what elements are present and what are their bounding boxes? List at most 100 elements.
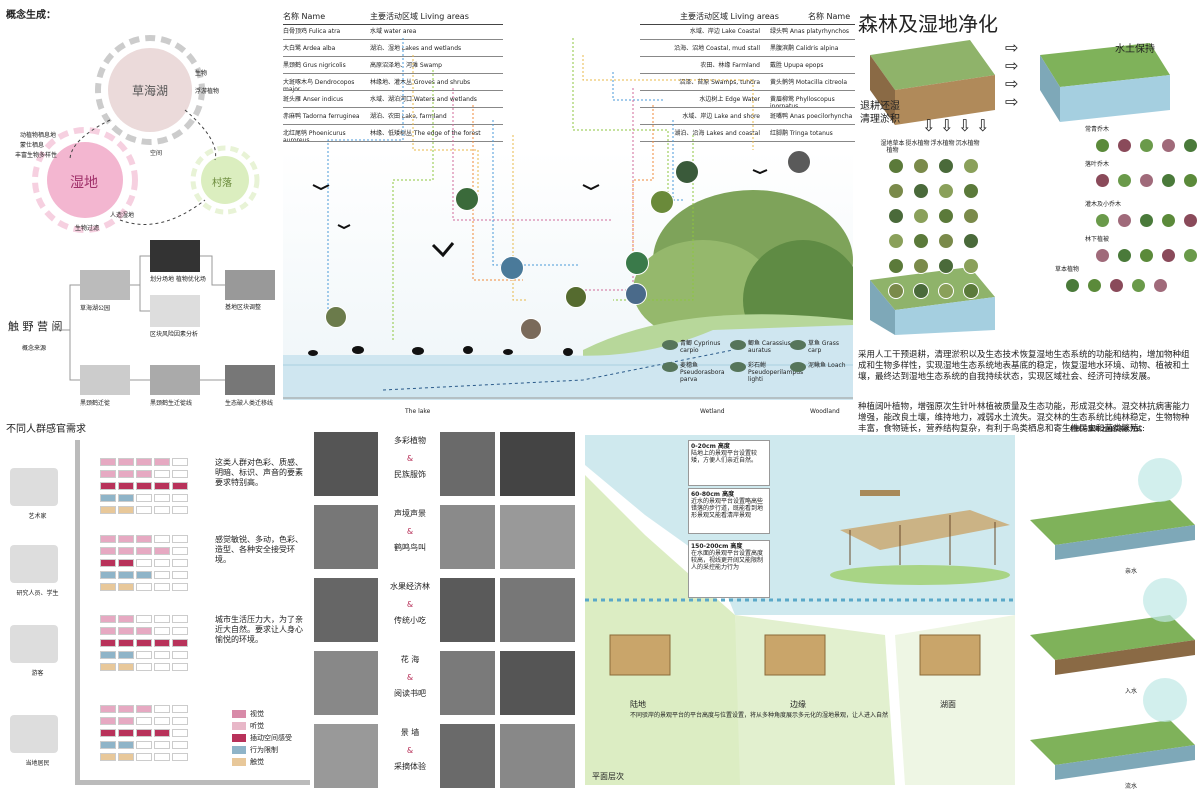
species-name: 斑头雁 Anser indicus <box>283 96 344 103</box>
sense-cell <box>154 753 170 761</box>
zone-wetland: Wetland <box>700 408 725 415</box>
layer-thumb <box>1161 173 1176 188</box>
sense-bottom-label: 采摘体验 <box>394 762 426 771</box>
sense-cell <box>154 559 170 567</box>
species-thumb-6 <box>625 251 649 275</box>
sense-cell <box>154 741 170 749</box>
legend-text: 插动空间感受 <box>250 734 292 742</box>
height-box: 0-20cm 高度陆地上的景观平台设置较矮，方便人们亲近自然。 <box>688 440 770 486</box>
sense-cell <box>136 705 152 713</box>
flow-label-5: 黑颈鹤迁徙 <box>80 400 111 407</box>
fish-label: 草鱼 Grass carp <box>808 340 839 354</box>
sense-cell <box>136 494 152 502</box>
sense-cell <box>172 639 188 647</box>
right-header-area: 主要活动区域 Living areas <box>680 12 779 21</box>
sense-cell <box>100 615 116 623</box>
down-arrow-icon: ⇩ <box>976 116 990 135</box>
amp-symbol: & <box>406 746 414 755</box>
crowd-group-name: 游客 <box>31 670 44 677</box>
sense-cell <box>172 494 188 502</box>
amp-symbol: & <box>406 454 414 463</box>
sense-cell <box>136 615 152 623</box>
sense-cell <box>100 494 116 502</box>
sense-cell <box>100 639 116 647</box>
sense-cell <box>172 705 188 713</box>
species-thumb-10 <box>787 150 811 174</box>
plant-thumb <box>913 258 929 274</box>
plant-thumb <box>888 208 904 224</box>
fish-label: 彩石鲋 Pseudoperilampus lighti <box>748 362 804 383</box>
sense-cell <box>154 571 170 579</box>
fish-icon <box>790 362 806 372</box>
species-name: 戴胜 Upupa epops <box>770 62 824 69</box>
sense-cell <box>100 651 116 659</box>
sense-top-label: 水果经济林 <box>390 582 430 591</box>
sense-cell <box>136 651 152 659</box>
legend-swatch <box>232 722 246 730</box>
water-scenes <box>1030 458 1195 780</box>
species-thumb-3 <box>565 286 587 308</box>
sense-top-label: 声境声景 <box>394 509 426 518</box>
legend-item: 触觉 <box>232 756 292 768</box>
layer-thumb <box>1117 213 1132 228</box>
layer-thumb <box>1117 248 1132 263</box>
species-area: 湖泊、农田 Lake, farmland <box>370 113 447 120</box>
fish-label: 泥鳅鱼 Loach <box>808 362 846 369</box>
flow-img-7 <box>225 365 275 395</box>
fish-label: 青鲫 Cyprinus carpio <box>680 340 721 354</box>
plant-thumb <box>963 233 979 249</box>
sense-cell <box>100 547 116 555</box>
row-divider <box>283 39 503 40</box>
height-caption: 不同驳岸的景观平台的平台高度与位置设置，将从多种角度展示多元化的湿地景观，让人进… <box>630 712 889 719</box>
crowd-group-name: 研究人员、学生 <box>16 590 59 597</box>
fish-icon <box>730 340 746 350</box>
water-title: 村民与草海之间的亲水方式： <box>1070 426 1149 433</box>
note-7: 生物过滤 <box>75 225 100 232</box>
species-thumb-8 <box>650 190 674 214</box>
sense-cell <box>118 651 134 659</box>
height-box-body: 在水面的景观平台设置高度较高，视线更开阔又能限制人的采控能力行为 <box>691 550 764 571</box>
sense-cell <box>100 535 116 543</box>
row-divider <box>640 124 855 125</box>
sense-cell <box>154 705 170 713</box>
layer-label: 草本植物 <box>1055 266 1080 273</box>
sense-cell <box>136 753 152 761</box>
forest-title: 森林及湿地净化 <box>858 12 998 36</box>
sense-photo-right <box>500 578 575 642</box>
sense-cell <box>136 458 152 466</box>
height-box-title: 60-80cm 高度 <box>691 491 735 498</box>
layer-thumb <box>1095 248 1110 263</box>
sense-cell <box>136 559 152 567</box>
sense-cell <box>172 717 188 725</box>
plant-thumb <box>913 208 929 224</box>
forest-paragraph-1: 采用人工干预退耕，清理淤积以及生态技术恢复湿地生态系统的功能和结构，增加物种组成… <box>858 350 1190 382</box>
layer-thumb <box>1065 278 1080 293</box>
crowd-group-desc: 城市生活压力大，为了亲近大自然。要求让人身心愉悦的环境。 <box>215 615 303 644</box>
sense-cell <box>100 717 116 725</box>
sense-photo-left <box>314 724 378 788</box>
flow-label-7: 生态破人类迁移线 <box>225 400 274 407</box>
sense-cell <box>154 615 170 623</box>
species-area: 水边树上 Edge Water <box>699 96 760 103</box>
person-icon <box>10 625 58 663</box>
plant-thumb <box>963 208 979 224</box>
row-divider <box>283 73 503 74</box>
plan-label: 平面层次 <box>592 772 624 781</box>
soil-blocks <box>870 40 1170 335</box>
sense-cell <box>154 494 170 502</box>
species-thumb-4 <box>325 306 347 328</box>
sense-cell <box>154 458 170 466</box>
sense-cell <box>154 547 170 555</box>
crowd-divider <box>75 440 80 785</box>
height-label-land: 陆地 <box>630 700 646 709</box>
layer-label: 灌木及小乔木 <box>1085 201 1122 208</box>
legend-text: 听觉 <box>250 722 264 730</box>
legend-item: 行为限制 <box>232 744 292 756</box>
arrow-icon: ⇨ <box>1005 56 1019 75</box>
row-divider <box>283 141 503 142</box>
sense-cell <box>172 663 188 671</box>
species-name: 斑嘴鸭 Anas poecilorhyncha <box>770 113 853 120</box>
crowd-title: 不同人群感官需求 <box>6 424 86 435</box>
species-name: 黄眉柳莺 Phylloscopus inornatus <box>770 96 835 110</box>
flow-img-6 <box>150 365 200 395</box>
